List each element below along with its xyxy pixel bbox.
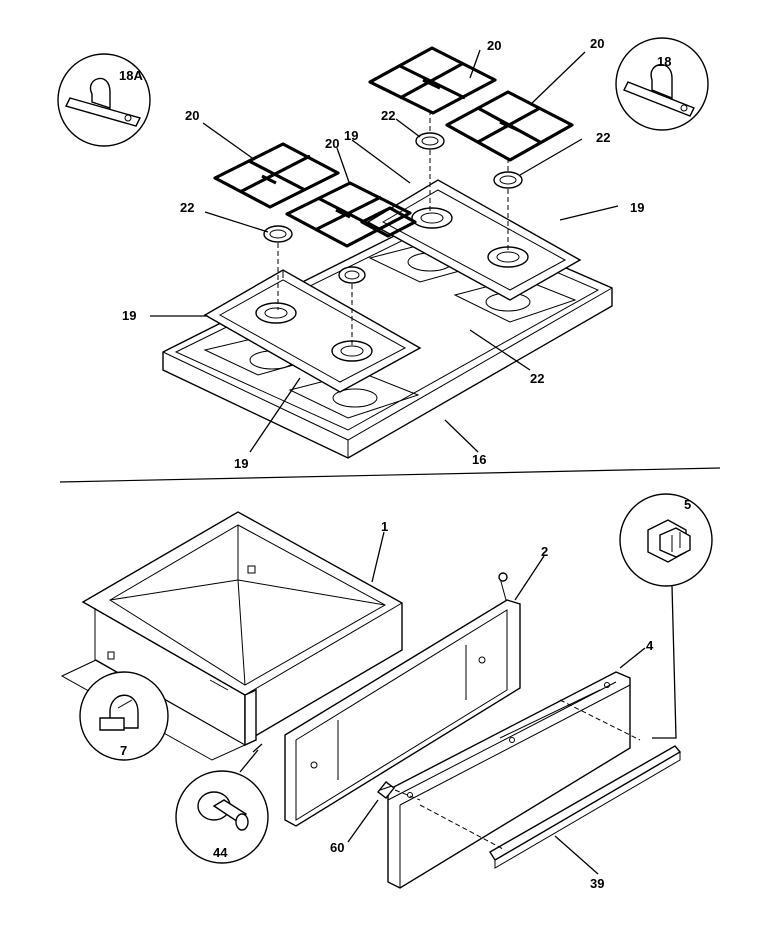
drawer-front-4 bbox=[387, 671, 631, 889]
label-18: 18 bbox=[657, 54, 671, 69]
burner-pan-left bbox=[203, 269, 422, 393]
label-7: 7 bbox=[120, 743, 127, 758]
burner-pan-right bbox=[366, 179, 582, 301]
label-19-c: 19 bbox=[122, 308, 136, 323]
label-18a: 18A bbox=[119, 68, 143, 83]
drawer-front-panel bbox=[284, 572, 521, 827]
label-22-d: 22 bbox=[530, 371, 544, 386]
label-5: 5 bbox=[684, 497, 691, 512]
label-22-b: 22 bbox=[596, 130, 610, 145]
detail-circle-5 bbox=[619, 493, 713, 587]
label-44: 44 bbox=[213, 845, 228, 860]
burner-ring-22 bbox=[263, 132, 523, 284]
grate-center bbox=[360, 206, 417, 238]
grate-right-front bbox=[445, 90, 574, 162]
handle-strip-39 bbox=[489, 745, 682, 869]
grate-right-rear bbox=[368, 46, 497, 115]
section-divider bbox=[59, 467, 721, 483]
label-19-a: 19 bbox=[344, 128, 358, 143]
detail-circle-18a bbox=[57, 53, 151, 147]
label-19-b: 19 bbox=[630, 200, 644, 215]
detail-circle-7 bbox=[79, 671, 169, 761]
label-20-a: 20 bbox=[487, 38, 501, 53]
label-20-b: 20 bbox=[590, 36, 604, 51]
label-19-d: 19 bbox=[234, 456, 248, 471]
label-1: 1 bbox=[381, 519, 388, 534]
label-22-a: 22 bbox=[381, 108, 395, 123]
label-4: 4 bbox=[646, 638, 654, 653]
leaders-top bbox=[150, 49, 619, 453]
label-20-c: 20 bbox=[185, 108, 199, 123]
leaders-bottom bbox=[239, 531, 677, 875]
label-39: 39 bbox=[590, 876, 604, 891]
screw-60 bbox=[377, 781, 395, 799]
label-16: 16 bbox=[472, 452, 486, 467]
drawer-body bbox=[60, 511, 403, 761]
alignment-lines-top bbox=[277, 110, 509, 345]
label-20-d: 20 bbox=[325, 136, 339, 151]
alignment-lines-bottom bbox=[394, 699, 641, 851]
label-2: 2 bbox=[541, 544, 548, 559]
detail-circle-18 bbox=[615, 37, 709, 131]
detail-circle-44 bbox=[175, 770, 269, 864]
grate-left-front bbox=[213, 142, 340, 209]
label-60: 60 bbox=[330, 840, 344, 855]
label-22-c: 22 bbox=[180, 200, 194, 215]
